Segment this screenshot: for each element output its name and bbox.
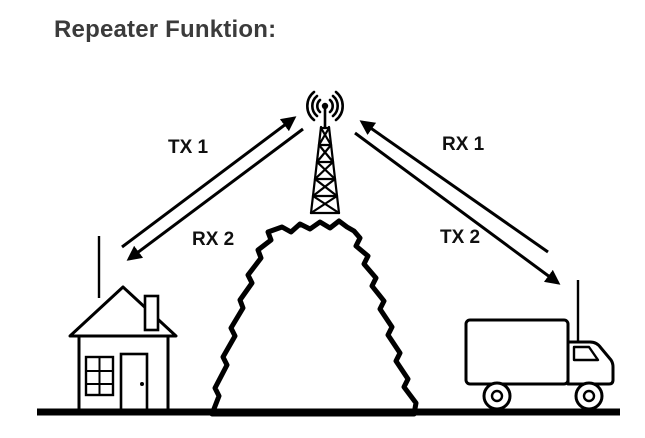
truck-wheel-rear — [482, 381, 512, 411]
label-rx2: RX 2 — [192, 229, 234, 250]
door-knob — [140, 382, 144, 386]
house-chimney — [143, 294, 160, 332]
signal-arrows: TX 1 RX 1 RX 2 TX 2 — [121, 116, 561, 285]
truck-cargo-box — [464, 318, 570, 386]
repeater-tower — [306, 90, 344, 215]
tower-lattice — [309, 125, 341, 215]
mountain — [209, 218, 419, 417]
truck-cab-window — [572, 345, 600, 362]
truck — [464, 280, 615, 411]
arrow-tx1 — [121, 116, 297, 249]
label-tx2: TX 2 — [440, 227, 480, 248]
arrow-rx1 — [359, 120, 549, 254]
arrow-rx2 — [126, 127, 304, 261]
signal-waves-icon — [306, 90, 344, 122]
house-door — [119, 352, 149, 414]
label-tx1: TX 1 — [168, 137, 209, 158]
house-window — [84, 355, 115, 397]
page-title: Repeater Funktion: — [54, 16, 277, 43]
house-roof — [68, 285, 178, 338]
truck-wheel-front — [574, 381, 604, 411]
antenna-tip — [321, 102, 329, 110]
arrow-tx2 — [354, 131, 561, 285]
house — [68, 236, 178, 414]
label-rx1: RX 1 — [442, 134, 485, 155]
